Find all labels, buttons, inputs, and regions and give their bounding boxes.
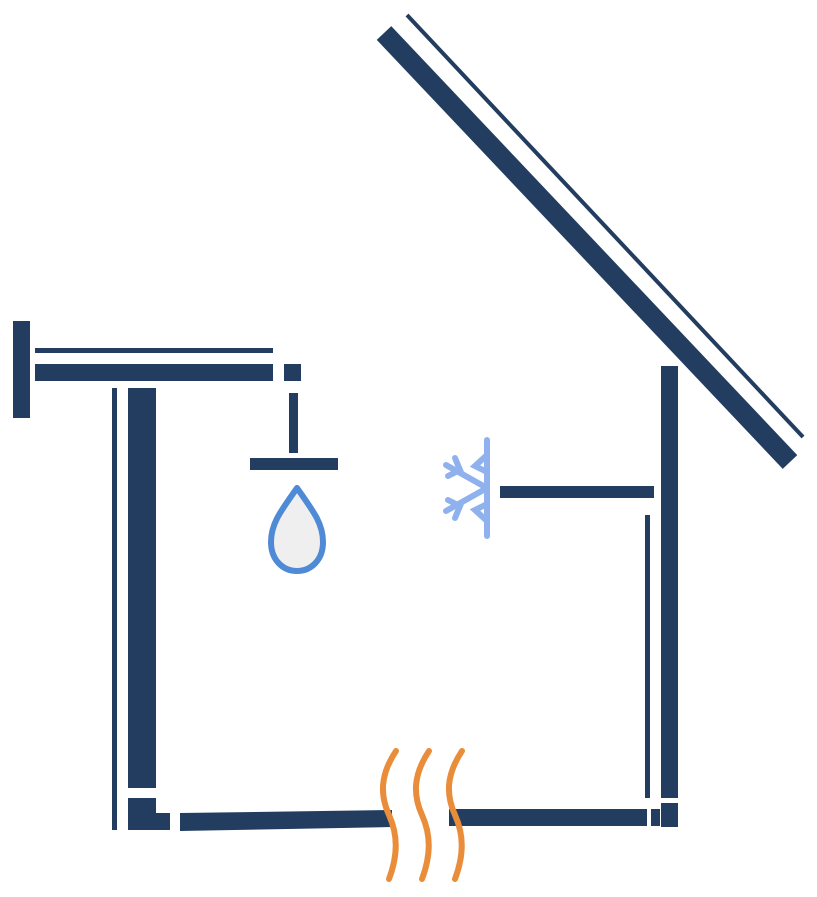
left-wall	[112, 388, 170, 830]
water-drop-icon	[268, 485, 326, 574]
floor-right	[449, 809, 647, 826]
right-wall-main	[661, 366, 678, 798]
drop-pipe	[289, 393, 298, 453]
shower-head-bar	[250, 458, 338, 470]
left-wall-thin	[112, 388, 117, 830]
left-corner-joint	[156, 813, 170, 830]
end-cap	[13, 321, 30, 418]
right-wall	[645, 366, 678, 827]
roof	[376, 13, 805, 469]
heat-waves-icon	[379, 748, 465, 882]
roof-panel	[376, 26, 798, 469]
right-wall-thin	[645, 515, 650, 798]
floor-left	[180, 810, 392, 831]
left-wall-main	[128, 388, 156, 788]
floor	[180, 809, 647, 831]
supply-pipe-main	[35, 364, 273, 381]
cold-pipe	[500, 486, 654, 498]
supply-pipe	[13, 321, 338, 470]
left-wall-foot	[128, 798, 156, 830]
pipe-joint	[284, 364, 301, 381]
roof-inner-line	[405, 13, 805, 439]
supply-pipe-thin	[35, 348, 273, 353]
snowflake-icon	[443, 437, 490, 539]
right-corner-joint	[651, 809, 660, 826]
right-wall-foot	[661, 803, 678, 827]
